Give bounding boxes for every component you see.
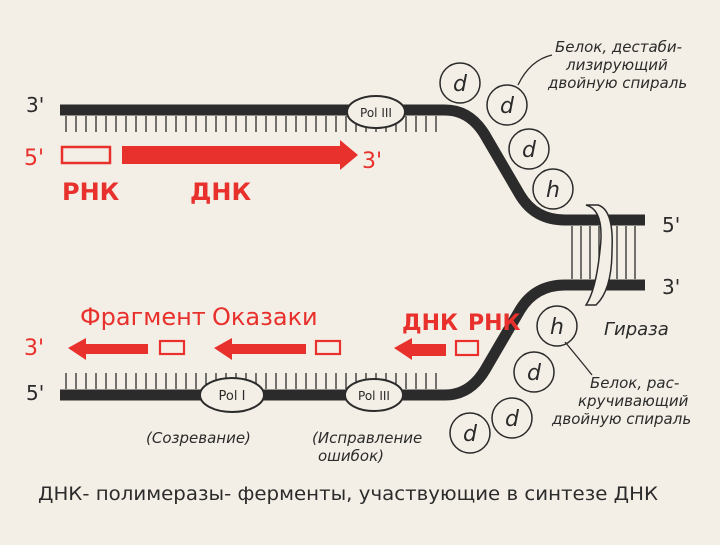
ssb-annotation-pointer	[517, 54, 553, 86]
svg-text:d: d	[527, 361, 542, 386]
pol3-top-ellipse	[346, 95, 406, 129]
top-strand	[60, 104, 645, 226]
okazaki-fragment-1	[68, 338, 186, 360]
ssb-annotation-line3: двойную спираль	[547, 74, 687, 92]
ssb-protein-1: d	[439, 62, 481, 104]
ssb-annotation-line2: лизирующий	[565, 56, 668, 74]
fragment-label: Фрагмент	[80, 303, 206, 331]
bottom-strand-3prime-label: 3'	[24, 336, 44, 361]
mid-dna-label: ДНК	[402, 311, 458, 336]
helicase-annotation-line2: кручивающий	[578, 392, 689, 410]
bottom-strand-5prime-label: 5'	[26, 381, 44, 405]
top-leading-dna-arrow	[122, 140, 358, 170]
ssb-protein-4: d	[513, 351, 555, 393]
ssb-protein-6: d	[449, 412, 491, 454]
svg-text:h: h	[550, 315, 564, 340]
pol1-ellipse	[199, 377, 265, 413]
bottom-strand-base-ticks	[65, 373, 437, 389]
svg-text:h: h	[546, 178, 560, 203]
duplex-5prime-label: 5'	[662, 213, 680, 237]
maturation-caption: (Созревание)	[146, 429, 251, 447]
top-leading-3prime-label: 3'	[362, 149, 382, 174]
footer-caption: ДНК- полимеразы- ферменты, участвующие в…	[38, 483, 659, 505]
helicase-annotation-line3: двойную спираль	[551, 410, 691, 428]
duplex-3prime-label: 3'	[662, 275, 680, 299]
helicase-annotation-pointer	[564, 341, 593, 376]
repair-caption-line2: ошибок)	[318, 447, 384, 465]
top-rna-label: РНК	[62, 178, 120, 206]
pol3-top-label: Pol III	[360, 106, 392, 120]
pol3-bottom-label: Pol III	[358, 389, 390, 403]
ssb-annotation-line1: Белок, дестаби-	[555, 38, 682, 56]
top-dna-label: ДНК	[190, 178, 251, 206]
svg-text:d: d	[453, 72, 468, 97]
top-rna-primer	[60, 145, 112, 165]
okazaki-fragment-3	[394, 338, 480, 360]
gyrase-band	[584, 204, 613, 306]
top-strand-5prime-label: 5'	[24, 146, 44, 171]
top-strand-base-ticks	[65, 116, 437, 132]
ssb-protein-5: d	[491, 397, 533, 439]
pol3-bottom-ellipse	[344, 378, 404, 412]
helicase-annotation-line1: Белок, рас-	[590, 374, 679, 392]
pol1-label: Pol I	[219, 389, 246, 404]
helicase-protein-top: h	[532, 168, 574, 210]
top-strand-3prime-label: 3'	[26, 93, 44, 117]
ssb-protein-3: d	[508, 128, 550, 170]
svg-text:d: d	[522, 138, 537, 163]
repair-caption-line1: (Исправление	[312, 429, 422, 447]
ssb-protein-2: d	[486, 84, 528, 126]
helicase-protein-bottom: h	[536, 305, 578, 347]
okazaki-fragment-2	[214, 338, 342, 360]
bottom-strand	[60, 279, 645, 401]
gyrase-label: Гираза	[604, 319, 669, 340]
svg-text:d: d	[463, 422, 478, 447]
okazaki-label: Оказаки	[212, 303, 318, 331]
svg-text:d: d	[500, 94, 515, 119]
svg-text:d: d	[505, 407, 520, 432]
mid-rna-label: РНК	[468, 311, 521, 336]
